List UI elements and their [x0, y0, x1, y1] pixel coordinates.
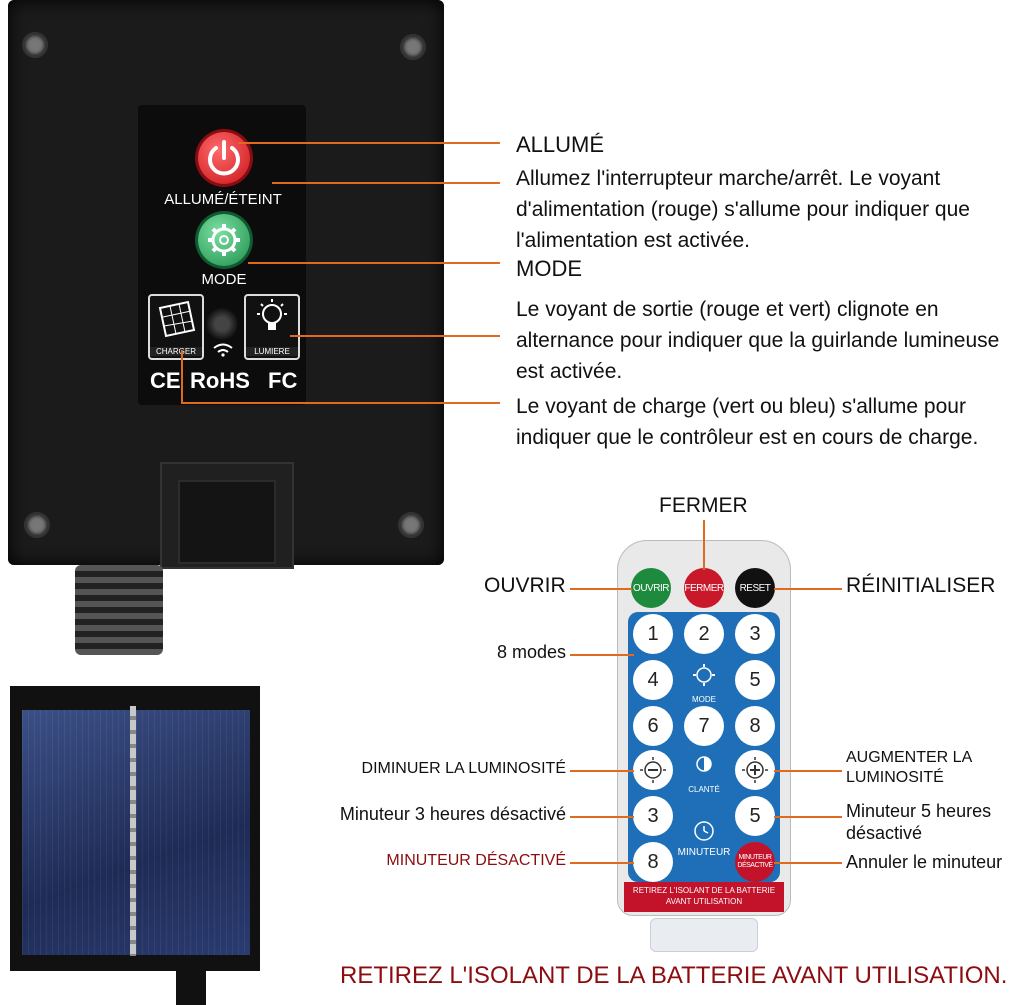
cable-connector — [75, 565, 163, 655]
bottom-warning: RETIREZ L'ISOLANT DE LA BATTERIE AVANT U… — [340, 962, 1008, 989]
power-label: ALLUMÉ/ÉTEINT — [164, 191, 282, 208]
callout-line — [570, 588, 632, 590]
screw-icon — [24, 512, 50, 538]
callout-line — [774, 770, 842, 772]
mode-6-button[interactable]: 6 — [633, 706, 673, 746]
label-timer-3: Minuteur 3 heures désactivé — [339, 804, 566, 824]
wifi-icon — [212, 343, 234, 360]
screw-icon — [22, 32, 48, 58]
mode-label: MODE — [201, 271, 247, 288]
timer-cancel-button[interactable]: MINUTEUR DÉSACTIVÉ — [735, 842, 775, 882]
power-icon — [208, 140, 240, 176]
close-button[interactable]: FERMER — [684, 568, 724, 608]
mode-title: MODE — [516, 256, 582, 281]
mode-5-button[interactable]: 5 — [735, 660, 775, 700]
dim-button[interactable] — [633, 750, 673, 790]
screw-icon — [400, 34, 426, 60]
remote-keypad — [628, 612, 780, 882]
label-timer-off: MINUTEUR DÉSACTIVÉ — [386, 852, 566, 869]
brightness-label: CLANTÉ — [688, 785, 720, 794]
callout-line — [248, 262, 500, 264]
label-reset: RÉINITIALISER — [846, 574, 996, 597]
callout-line — [290, 335, 500, 337]
callout-line — [570, 654, 634, 656]
timer-icon: MINUTEUR — [676, 818, 732, 858]
half-sun-icon — [696, 756, 712, 772]
label-timer-5: Minuteur 5 heures désactivé — [846, 801, 992, 843]
clock-icon — [694, 821, 714, 841]
gear-icon — [208, 224, 240, 256]
solar-panel-icon — [158, 300, 196, 338]
power-button[interactable] — [198, 132, 250, 184]
battery-strip: RETIREZ L'ISOLANT DE LA BATTERIE AVANT U… — [624, 882, 784, 912]
bulb-icon — [257, 299, 287, 330]
label-open: OUVRIR — [484, 574, 566, 597]
callout-line — [703, 520, 705, 570]
mode-4-button[interactable]: 4 — [633, 660, 673, 700]
ce-mark: CE — [150, 368, 181, 393]
callout-line — [181, 402, 500, 404]
rohs-mark: RoHS — [190, 368, 250, 393]
label-cancel: Annuler le minuteur — [846, 852, 1003, 872]
solar-strip — [130, 706, 136, 956]
sun-plus-icon — [742, 757, 768, 783]
timer-off-button[interactable]: 8 — [633, 842, 673, 882]
charge-description: Le voyant de charge (vert ou bleu) s'all… — [516, 395, 979, 449]
fc-mark: FC — [268, 368, 298, 393]
solar-cells — [22, 710, 250, 955]
on-title: ALLUMÉ — [516, 132, 605, 157]
light-indicator: LUMIERE — [244, 294, 300, 360]
callout-line — [272, 182, 500, 184]
mode-icon: MODE — [684, 660, 724, 704]
sensor-icon — [206, 308, 238, 340]
mode-8-button[interactable]: 8 — [735, 706, 775, 746]
mode-7-button[interactable]: 7 — [684, 706, 724, 746]
label-close: FERMER — [659, 494, 748, 517]
callout-line — [570, 770, 634, 772]
brighten-button[interactable] — [735, 750, 775, 790]
callout-line — [238, 142, 500, 144]
solar-cable — [176, 968, 206, 1005]
label-dim: DIMINUER LA LUMINOSITÉ — [361, 760, 566, 777]
charger-indicator: CHARGER — [148, 294, 204, 360]
label-bright: AUGMENTER LA LUMINOSITÉ — [846, 749, 972, 786]
mode-2-button[interactable]: 2 — [684, 614, 724, 654]
plug-socket — [178, 480, 276, 564]
sun-minus-icon — [640, 757, 666, 783]
mode-icon-label: MODE — [692, 695, 716, 704]
callout-line — [774, 862, 842, 864]
light-label: LUMIERE — [246, 347, 298, 356]
callout-line — [774, 588, 842, 590]
timer-label: MINUTEUR — [677, 847, 731, 858]
callout-line — [181, 350, 183, 404]
on-description: Allumez l'interrupteur marche/arrêt. Le … — [516, 167, 970, 252]
reset-button[interactable]: RESET — [735, 568, 775, 608]
mode-description: Le voyant de sortie (rouge et vert) clig… — [516, 298, 1000, 383]
mode-1-button[interactable]: 1 — [633, 614, 673, 654]
timer-5h-button[interactable]: 5 — [735, 796, 775, 836]
gear-icon — [693, 664, 715, 686]
callout-line — [774, 816, 842, 818]
callout-line — [570, 862, 634, 864]
brightness-icon: CLANTÉ — [684, 750, 724, 794]
open-button[interactable]: OUVRIR — [631, 568, 671, 608]
charger-label: CHARGER — [150, 347, 202, 356]
screw-icon — [398, 512, 424, 538]
timer-3h-button[interactable]: 3 — [633, 796, 673, 836]
mode-button[interactable] — [198, 214, 250, 266]
callout-line — [570, 816, 634, 818]
battery-pull-tab[interactable] — [650, 918, 758, 952]
mode-3-button[interactable]: 3 — [735, 614, 775, 654]
label-modes: 8 modes — [496, 642, 566, 662]
